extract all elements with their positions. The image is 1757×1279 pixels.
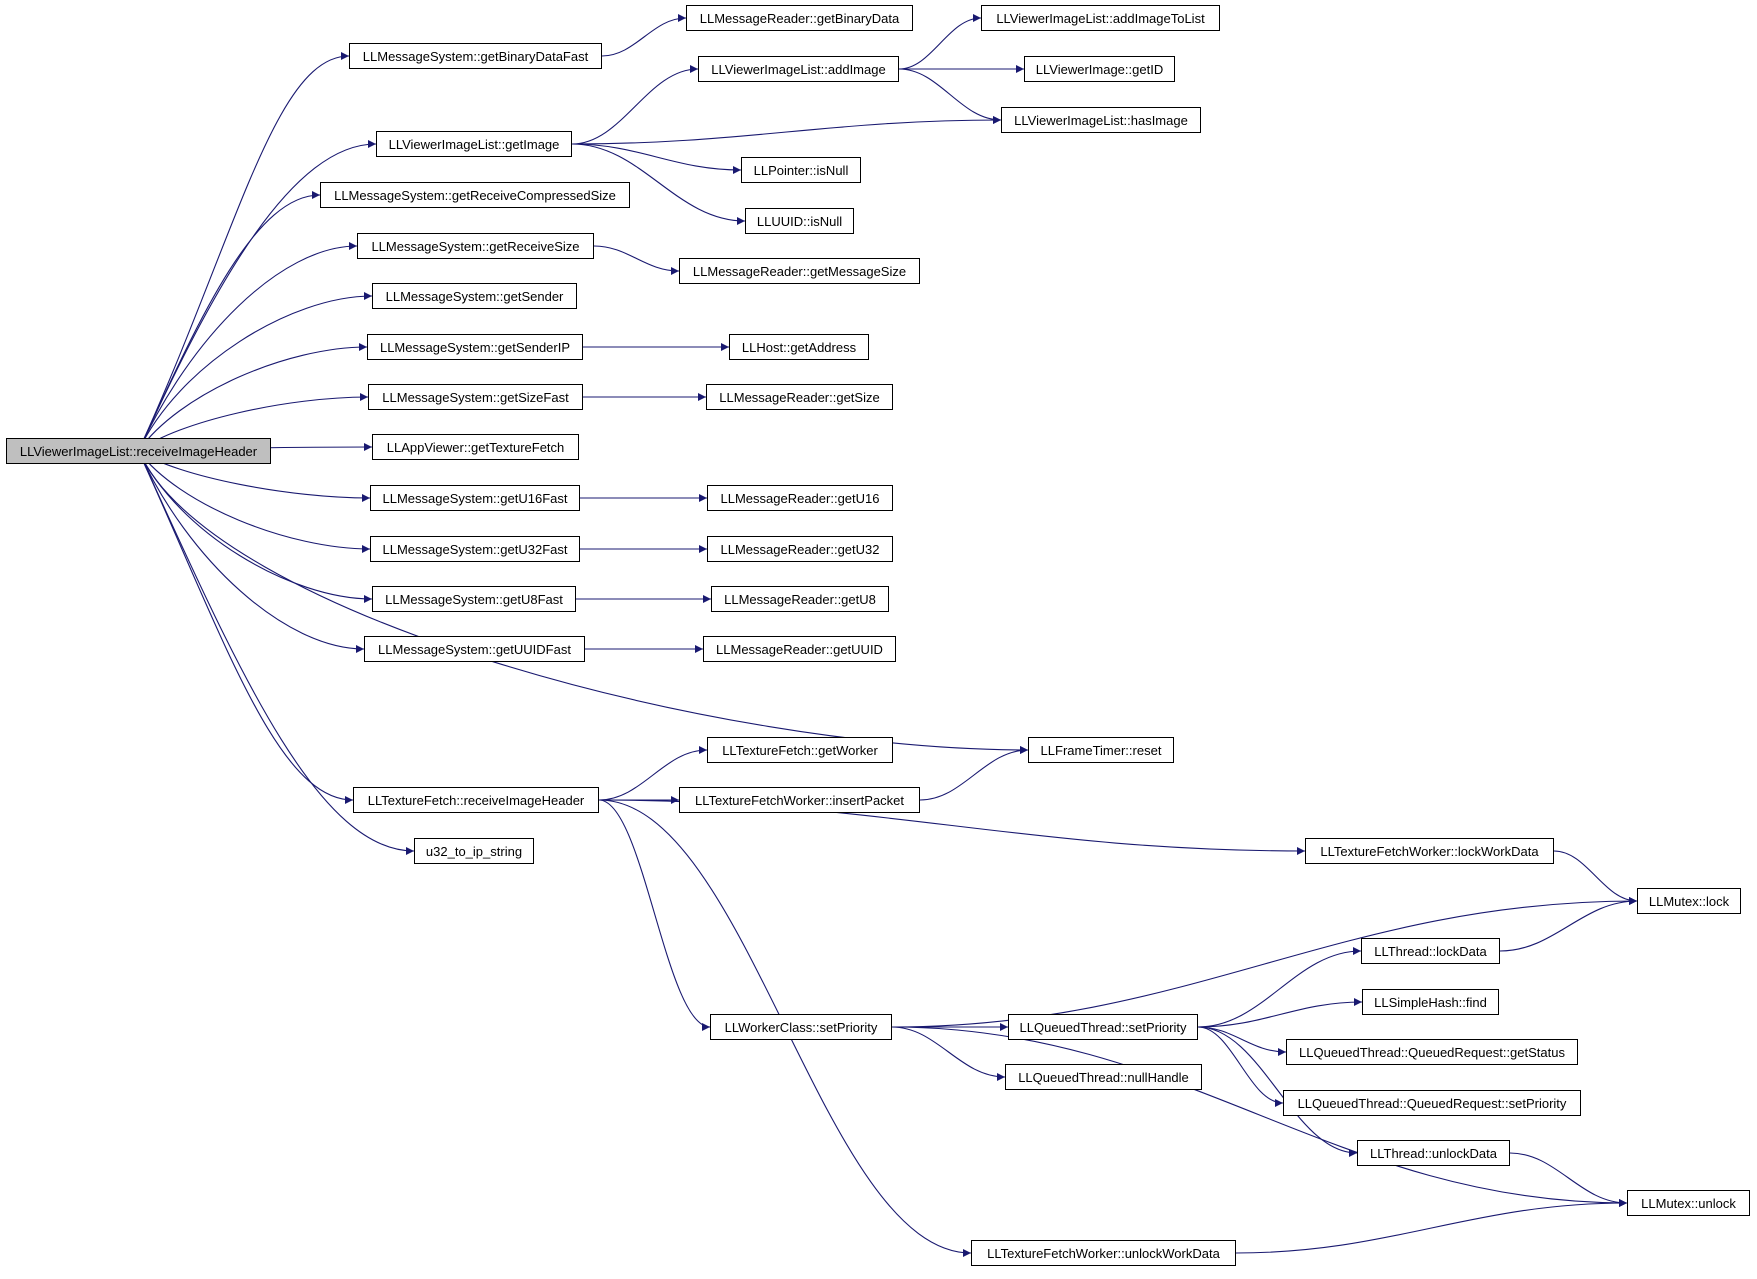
node-has-image[interactable]: LLViewerImageList::hasImage [1001, 107, 1201, 133]
node-mutex-lock[interactable]: LLMutex::lock [1637, 888, 1741, 914]
edge-root-getReceiveSize [137, 242, 358, 452]
node-get-receive-compressed-size[interactable]: LLMessageSystem::getReceiveCompressedSiz… [320, 182, 630, 208]
node-get-texture-fetch[interactable]: LLAppViewer::getTextureFetch [372, 434, 579, 460]
edge-tfReceiveImageHeader-getWorker [598, 746, 708, 801]
edge-root-getSenderIP [138, 343, 368, 452]
edge-root-getReceiveCompressedSize [137, 191, 321, 452]
node-reset[interactable]: LLFrameTimer::reset [1028, 737, 1174, 763]
edge-qtSetPriority-lockData [1197, 947, 1362, 1028]
node-qr-set-priority[interactable]: LLQueuedThread::QueuedRequest::setPriori… [1283, 1090, 1581, 1116]
node-get-sender-i-p[interactable]: LLMessageSystem::getSenderIP [367, 334, 583, 360]
node-lock-work-data[interactable]: LLTextureFetchWorker::lockWorkData [1305, 838, 1554, 864]
node-add-image-to-list[interactable]: LLViewerImageList::addImageToList [981, 5, 1220, 31]
edge-wcSetPriority-nullHandle [891, 1026, 1006, 1081]
node-get-u16-fast[interactable]: LLMessageSystem::getU16Fast [370, 485, 580, 511]
node-get-i-d[interactable]: LLViewerImage::getID [1024, 56, 1175, 82]
node-null-handle[interactable]: LLQueuedThread::nullHandle [1005, 1064, 1202, 1090]
edge-qtSetPriority-qrSetPriority [1197, 1026, 1284, 1107]
node-get-message-size[interactable]: LLMessageReader::getMessageSize [679, 258, 920, 284]
edge-getReceiveSize-getMessageSize [593, 245, 680, 275]
node-uuid-is-null[interactable]: LLUUID::isNull [745, 208, 854, 234]
edge-addImage-addImageToList [898, 14, 982, 70]
node-get-u8-fast[interactable]: LLMessageSystem::getU8Fast [372, 586, 576, 612]
node-get-u-u-i-d[interactable]: LLMessageReader::getUUID [703, 636, 896, 662]
node-u32-to-ip[interactable]: u32_to_ip_string [414, 838, 534, 864]
node-lock-data[interactable]: LLThread::lockData [1361, 938, 1500, 964]
edge-root-u32ToIp [137, 450, 415, 855]
edge-lockWorkData-mutexLock [1553, 850, 1638, 905]
edge-lockData-mutexLock [1499, 897, 1638, 952]
edge-root-getU8Fast [138, 450, 373, 603]
node-get-receive-size[interactable]: LLMessageSystem::getReceiveSize [357, 233, 594, 259]
node-get-u8[interactable]: LLMessageReader::getU8 [711, 586, 889, 612]
edge-root-tfReceiveImageHeader [137, 450, 354, 804]
edge-getImage-ptrIsNull [571, 143, 742, 174]
node-qt-set-priority[interactable]: LLQueuedThread::setPriority [1008, 1014, 1198, 1040]
node-unlock-data[interactable]: LLThread::unlockData [1357, 1140, 1510, 1166]
edge-addImage-hasImage [898, 68, 1002, 124]
node-find[interactable]: LLSimpleHash::find [1362, 989, 1499, 1015]
edge-root-reset [137, 450, 1029, 754]
node-wc-set-priority[interactable]: LLWorkerClass::setPriority [710, 1014, 892, 1040]
node-get-worker[interactable]: LLTextureFetch::getWorker [707, 737, 893, 763]
edge-root-getBinaryDataFast [137, 52, 350, 452]
node-tf-receive-image-header[interactable]: LLTextureFetch::receiveImageHeader [353, 787, 599, 813]
edge-root-getU32Fast [138, 450, 371, 553]
edge-unlockWorkData-mutexUnlock [1235, 1199, 1628, 1254]
edge-qtSetPriority-unlockData [1197, 1026, 1358, 1157]
node-root[interactable]: LLViewerImageList::receiveImageHeader [6, 438, 271, 464]
edge-tfReceiveImageHeader-wcSetPriority [598, 799, 711, 1031]
node-get-size-fast[interactable]: LLMessageSystem::getSizeFast [368, 384, 583, 410]
edge-getImage-hasImage [571, 116, 1002, 145]
edge-getImage-uuidIsNull [571, 143, 746, 225]
edge-getBinaryDataFast-getBinaryData [601, 14, 687, 57]
node-insert-packet[interactable]: LLTextureFetchWorker::insertPacket [679, 787, 920, 813]
edge-insertPacket-reset [919, 746, 1029, 801]
edge-wcSetPriority-mutexLock [891, 897, 1638, 1028]
node-get-u16[interactable]: LLMessageReader::getU16 [707, 485, 893, 511]
edge-getImage-addImage [571, 65, 699, 145]
node-get-binary-data[interactable]: LLMessageReader::getBinaryData [686, 5, 913, 31]
node-get-image[interactable]: LLViewerImageList::getImage [376, 131, 572, 157]
edge-unlockData-mutexUnlock [1509, 1152, 1628, 1207]
edge-qtSetPriority-find [1197, 998, 1363, 1028]
node-get-status[interactable]: LLQueuedThread::QueuedRequest::getStatus [1286, 1039, 1578, 1065]
node-get-u32-fast[interactable]: LLMessageSystem::getU32Fast [370, 536, 580, 562]
node-ptr-is-null[interactable]: LLPointer::isNull [741, 157, 861, 183]
node-get-binary-data-fast[interactable]: LLMessageSystem::getBinaryDataFast [349, 43, 602, 69]
node-unlock-work-data[interactable]: LLTextureFetchWorker::unlockWorkData [971, 1240, 1236, 1266]
edge-root-getSender [138, 292, 373, 452]
node-get-sender[interactable]: LLMessageSystem::getSender [372, 283, 577, 309]
edge-root-getUUIDFast [137, 450, 365, 653]
node-get-size[interactable]: LLMessageReader::getSize [706, 384, 893, 410]
node-get-address[interactable]: LLHost::getAddress [729, 334, 869, 360]
node-mutex-unlock[interactable]: LLMutex::unlock [1627, 1190, 1750, 1216]
node-add-image[interactable]: LLViewerImageList::addImage [698, 56, 899, 82]
node-get-u32[interactable]: LLMessageReader::getU32 [707, 536, 893, 562]
node-get-u-u-i-d-fast[interactable]: LLMessageSystem::getUUIDFast [364, 636, 585, 662]
